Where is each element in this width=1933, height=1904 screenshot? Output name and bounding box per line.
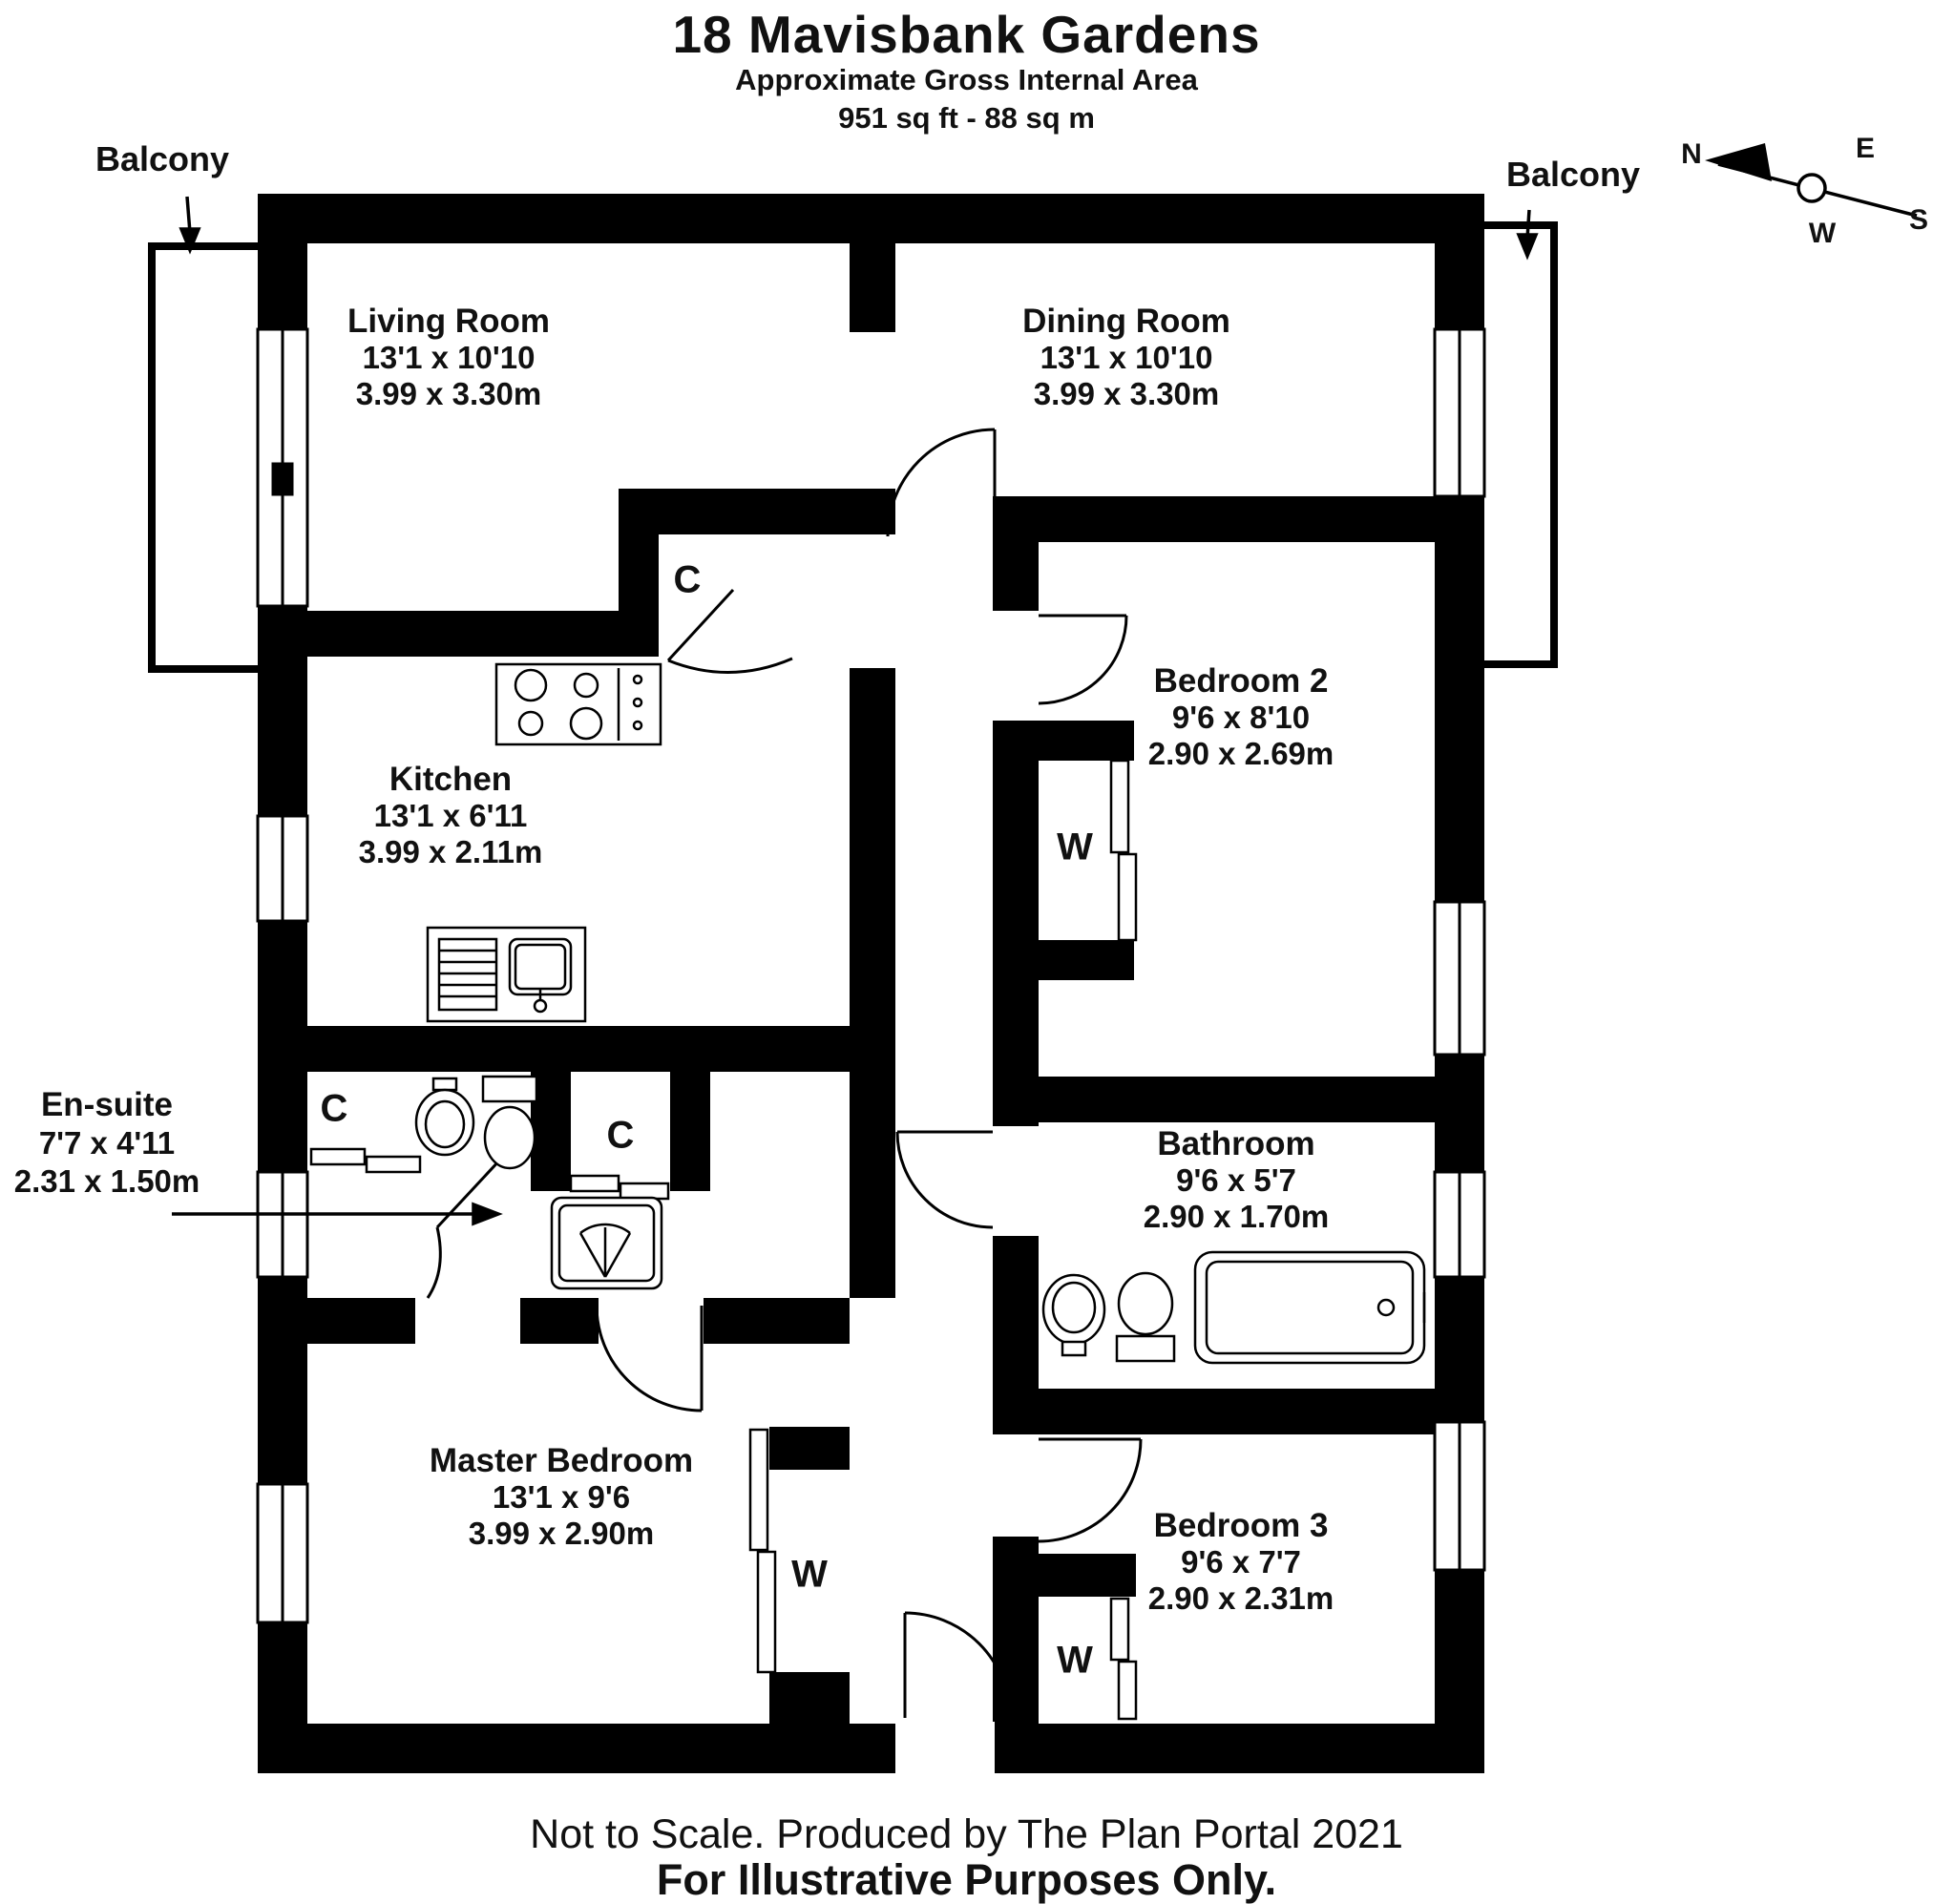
bathtub-icon xyxy=(1193,1250,1426,1365)
closet-ensuite-left-label: C xyxy=(320,1087,348,1130)
living-name: Living Room xyxy=(347,303,550,340)
door-bedroom3 xyxy=(1038,1437,1143,1543)
window-kitchen xyxy=(256,814,309,923)
bathroom-imperial: 9'6 x 5'7 xyxy=(1176,1162,1296,1198)
window-master xyxy=(256,1482,309,1624)
room-label-bedroom2: Bedroom 2 9'6 x 8'10 2.90 x 2.69m xyxy=(1148,663,1334,772)
wardrobe-master-label: W xyxy=(791,1553,828,1596)
kitchen-sink-icon xyxy=(426,926,587,1023)
window-bathroom xyxy=(1433,1170,1486,1279)
dining-imperial: 13'1 x 10'10 xyxy=(1040,340,1213,375)
room-label-bedroom3: Bedroom 3 9'6 x 7'7 2.90 x 2.31m xyxy=(1148,1508,1334,1617)
balcony-left-outline xyxy=(148,242,260,673)
master-name: Master Bedroom xyxy=(429,1442,694,1479)
ensuite-metric: 2.31 x 1.50m xyxy=(13,1163,200,1199)
master-metric: 3.99 x 2.90m xyxy=(468,1516,655,1551)
bathroom-metric: 2.90 x 1.70m xyxy=(1143,1199,1330,1234)
bathroom-name: Bathroom xyxy=(1157,1125,1315,1162)
doors xyxy=(426,428,1143,1719)
compass-e-label: E xyxy=(1855,133,1876,164)
room-label-ensuite: En-suite 7'7 x 4'11 2.31 x 1.50m xyxy=(14,1086,200,1201)
wardrobe-bedroom2-doors xyxy=(1109,759,1138,942)
wardrobe-panels xyxy=(309,759,1138,1721)
window-dining-balcony-door xyxy=(1433,327,1486,498)
ensuite-imperial: 7'7 x 4'11 xyxy=(38,1125,176,1161)
windows xyxy=(256,327,1486,1624)
closet-ensuite-right-label: C xyxy=(606,1114,635,1157)
window-ensuite xyxy=(256,1170,309,1279)
pointer-arrows xyxy=(172,196,1539,1226)
fixtures xyxy=(414,662,1426,1365)
ensuite-basin-icon xyxy=(414,1077,475,1157)
stove-icon xyxy=(494,662,662,746)
compass-n-label: N xyxy=(1681,138,1702,170)
door-bedroom2 xyxy=(1038,614,1128,705)
shower-icon xyxy=(550,1196,663,1290)
window-bedroom3 xyxy=(1433,1420,1486,1572)
ensuite-toilet-icon xyxy=(481,1075,538,1170)
balcony-right-outline xyxy=(1482,221,1558,668)
wardrobe-bedroom2-label: W xyxy=(1057,826,1093,868)
bedroom2-imperial: 9'6 x 8'10 xyxy=(1171,700,1311,735)
bedroom2-metric: 2.90 x 2.69m xyxy=(1147,736,1334,771)
window-bedroom2 xyxy=(1433,900,1486,1057)
living-metric: 3.99 x 3.30m xyxy=(355,376,542,411)
bedroom2-name: Bedroom 2 xyxy=(1153,662,1329,700)
front-door-opening xyxy=(895,1722,995,1775)
footer-illustrative: For Illustrative Purposes Only. xyxy=(656,1855,1277,1904)
closet-ensuite-left-doors xyxy=(309,1147,422,1174)
master-imperial: 13'1 x 9'6 xyxy=(492,1479,631,1515)
ensuite-arrow-icon xyxy=(172,1202,503,1226)
room-label-master: Master Bedroom 13'1 x 9'6 3.99 x 2.90m xyxy=(430,1443,693,1552)
balcony-outlines xyxy=(148,221,1558,673)
door-master-bedroom xyxy=(595,1305,704,1412)
room-label-bathroom: Bathroom 9'6 x 5'7 2.90 x 1.70m xyxy=(1144,1126,1330,1235)
balcony-left-label: Balcony xyxy=(95,139,230,178)
balcony-left-arrow-icon xyxy=(179,196,201,255)
compass-needle-icon xyxy=(1705,143,1772,181)
bathroom-toilet-icon xyxy=(1115,1271,1176,1363)
living-imperial: 13'1 x 10'10 xyxy=(362,340,536,375)
kitchen-imperial: 13'1 x 6'11 xyxy=(373,798,528,833)
wardrobe-bedroom3-label: W xyxy=(1057,1639,1093,1682)
page-area: 951 sq ft - 88 sq m xyxy=(838,101,1095,135)
dining-metric: 3.99 x 3.30m xyxy=(1033,376,1220,411)
footer-disclaimer: Not to Scale. Produced by The Plan Porta… xyxy=(530,1811,1403,1857)
door-kitchen-closet xyxy=(666,588,793,674)
closet-ensuite-right-doors xyxy=(569,1174,670,1201)
door-entrance xyxy=(903,1611,1012,1719)
door-bathroom xyxy=(895,1130,994,1229)
closet-kitchen-label: C xyxy=(673,558,702,601)
bathroom-basin-icon xyxy=(1041,1273,1106,1357)
room-label-living: Living Room 13'1 x 10'10 3.99 x 3.30m xyxy=(347,303,550,412)
door-ensuite xyxy=(426,1143,515,1299)
window-living-balcony-door xyxy=(256,327,309,608)
bedroom3-imperial: 9'6 x 7'7 xyxy=(1181,1544,1301,1580)
room-label-kitchen: Kitchen 13'1 x 6'11 3.99 x 2.11m xyxy=(359,762,543,870)
page-title: 18 Mavisbank Gardens xyxy=(672,5,1261,64)
room-label-dining: Dining Room 13'1 x 10'10 3.99 x 3.30m xyxy=(1022,303,1230,412)
kitchen-name: Kitchen xyxy=(389,761,513,798)
page-subtitle: Approximate Gross Internal Area xyxy=(735,63,1198,96)
dining-name: Dining Room xyxy=(1022,303,1230,340)
wardrobe-master-doors xyxy=(748,1428,777,1674)
balcony-right-label: Balcony xyxy=(1505,155,1641,194)
ensuite-name: En-suite xyxy=(40,1086,174,1123)
bedroom3-metric: 2.90 x 2.31m xyxy=(1147,1580,1334,1616)
wardrobe-bedroom3-doors xyxy=(1109,1597,1138,1721)
balcony-right-arrow-icon xyxy=(1516,209,1539,261)
door-hallway-dining xyxy=(886,428,997,537)
bedroom3-name: Bedroom 3 xyxy=(1153,1507,1329,1544)
kitchen-metric: 3.99 x 2.11m xyxy=(358,834,543,869)
compass-w-label: W xyxy=(1808,218,1837,249)
compass-s-label: S xyxy=(1908,204,1929,236)
compass-rose xyxy=(1705,143,1918,218)
